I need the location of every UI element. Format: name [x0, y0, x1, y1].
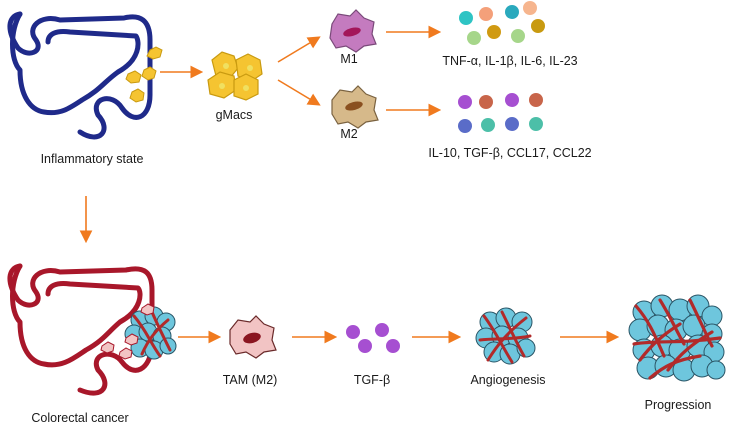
- inflamed-colon: [7, 11, 153, 140]
- label-tam-m2: TAM (M2): [222, 373, 278, 387]
- label-progression: Progression: [644, 398, 712, 412]
- m2-cytokine-dots: [458, 93, 543, 133]
- label-angiogenesis: Angiogenesis: [470, 373, 546, 387]
- inflamed-colon-macrophages: [125, 46, 163, 103]
- label-m2: M2: [340, 127, 358, 141]
- angiogenesis-tumor: [475, 307, 536, 365]
- tam-macrophage: [229, 315, 277, 359]
- gmacs-cluster: [207, 51, 263, 101]
- m1-cytokine-dots: [459, 1, 545, 45]
- label-inflammatory-state: Inflammatory state: [40, 152, 144, 166]
- m2-macrophage: [331, 85, 379, 129]
- label-colorectal-cancer: Colorectal cancer: [31, 411, 129, 425]
- top-arrows: [79, 25, 442, 244]
- label-tgf-beta: TGF-β: [353, 373, 391, 387]
- tgf-beta-dots: [346, 323, 400, 353]
- cancer-colon-inner: [10, 263, 143, 368]
- label-m1: M1: [340, 52, 358, 66]
- colon-tumor: [100, 303, 177, 360]
- cancer-colon: [7, 263, 155, 396]
- m1-macrophage: [329, 9, 377, 53]
- progression-tumor: [628, 294, 726, 382]
- label-gmacs: gMacs: [215, 108, 253, 122]
- label-m1-cytokines: TNF-α, IL-1β, IL-6, IL-23: [442, 54, 578, 68]
- label-m2-cytokines: IL-10, TGF-β, CCL17, CCL22: [428, 146, 592, 160]
- inflamed-colon-inner: [10, 11, 141, 116]
